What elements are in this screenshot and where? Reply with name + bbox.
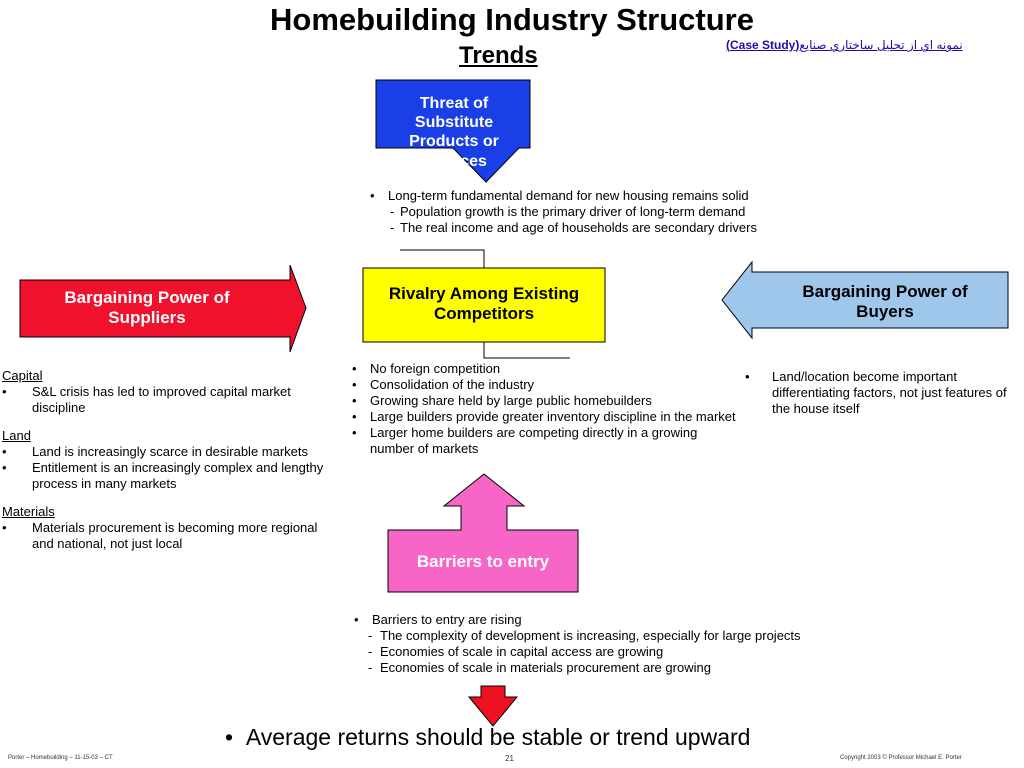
barriers-shape [387,473,579,593]
suppliers-label: Bargaining Power of Suppliers [64,288,230,328]
rivalry-note: No foreign competition [352,361,742,377]
supplier-note: Entitlement is an increasingly complex a… [2,460,347,492]
supplier-note: S&L crisis has led to improved capital m… [2,384,347,416]
conclusion-label: Average returns should be stable or tren… [245,724,751,750]
supplier-note: Land is increasingly scarce in desirable… [2,444,347,460]
suppliers-notes: Capital S&L crisis has led to improved c… [2,368,347,552]
land-heading: Land [2,428,31,443]
page-subtitle: Trends [459,42,538,69]
barriers-label: Barriers to entry [416,552,550,571]
rivalry-note: Consolidation of the industry [352,377,742,393]
case-study-link-text: نمونه اي از تحليل ساختاري صنايع [799,38,963,52]
footer-left: Porter – Homebuilding – 11-15-03 – CT [8,755,113,761]
substitutes-note: Long-term fundamental demand for new hou… [370,188,910,204]
barriers-subnote: The complexity of development is increas… [354,628,954,644]
rivalry-shape [362,267,606,343]
rivalry-note: Larger home builders are competing direc… [352,425,742,457]
substitutes-notes: Long-term fundamental demand for new hou… [370,188,910,236]
footer-copyright: Copyright 2003 © Professor Michael E. Po… [840,755,962,761]
rivalry-top-connector [400,249,485,268]
page-title: Homebuilding Industry Structure [270,2,754,37]
conclusion-text: • Average returns should be stable or tr… [225,724,751,750]
barriers-notes: Barriers to entry are rising The complex… [354,612,954,676]
buyer-note: Land/location become important different… [745,369,1010,417]
barriers-subnote: Economies of scale in materials procurem… [354,660,954,676]
substitutes-shape [375,79,531,183]
rivalry-note: Large builders provide greater inventory… [352,409,742,425]
page-number: 21 [505,754,514,763]
rivalry-label: Rivalry Among Existing Competitors [388,284,580,324]
rivalry-notes: No foreign competition Consolidation of … [352,361,742,457]
substitutes-subnote: Population growth is the primary driver … [370,204,910,220]
substitutes-label: Threat of Substitute Products or Service… [409,95,499,170]
buyers-notes: Land/location become important different… [745,369,1010,417]
buyers-shape [721,260,1009,340]
rivalry-bottom-connector [483,342,570,359]
buyers-label: Bargaining Power of Buyers [802,282,968,322]
conclusion-arrow [467,685,519,727]
rivalry-note: Growing share held by large public homeb… [352,393,742,409]
barriers-note: Barriers to entry are rising [354,612,954,628]
case-study-link-bold: (Case Study) [726,38,800,52]
case-study-link[interactable]: نمونه اي از تحليل ساختاري صنايع(Case Stu… [726,38,963,52]
capital-heading: Capital [2,368,43,383]
materials-heading: Materials [2,504,55,519]
suppliers-shape [19,264,307,353]
substitutes-subnote: The real income and age of households ar… [370,220,910,236]
barriers-subnote: Economies of scale in capital access are… [354,644,954,660]
supplier-note: Materials procurement is becoming more r… [2,520,347,552]
